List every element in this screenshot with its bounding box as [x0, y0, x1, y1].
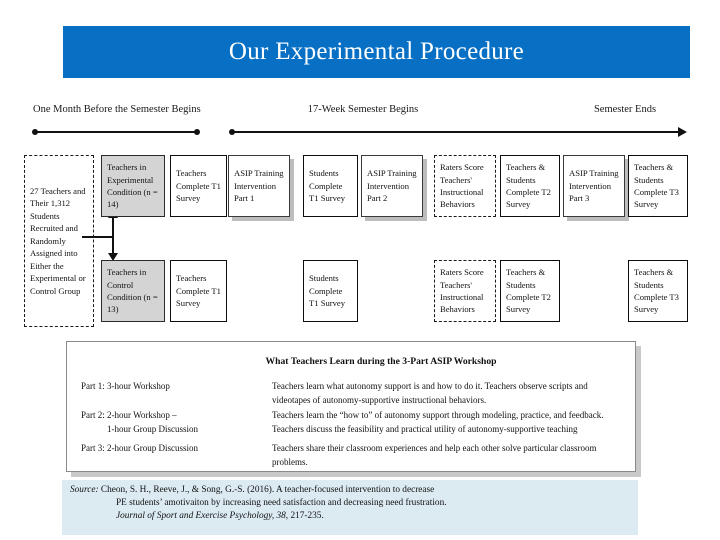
- flow-node-t3-survey-exp: Teachers & Students Complete T3 Survey: [628, 155, 688, 217]
- citation-source-label: Source:: [70, 485, 99, 495]
- workshop-row-2-label: Part 2: 2-hour Workshop – 1-hour Group D…: [81, 409, 266, 436]
- timeline-label-3: Semester Ends: [593, 104, 657, 115]
- flow-node-experimental-condition: Teachers in Experimental Condition (n = …: [101, 155, 165, 217]
- flow-node-t3-survey-ctl-label: Teachers & Students Complete T3 Survey: [634, 267, 679, 315]
- flow-node-raters-score-ctl-label: Raters Score Teachers' Instructional Beh…: [440, 267, 484, 315]
- flow-node-t2-survey-ctl-label: Teachers & Students Complete T2 Survey: [506, 267, 551, 315]
- flow-node-students-t1-survey-ctl-label: Students Complete T1 Survey: [309, 273, 346, 309]
- timeline-segment-2: [232, 131, 680, 133]
- citation-line-3: Journal of Sport and Exercise Psychology…: [68, 510, 632, 523]
- flow-node-raters-score-ctl: Raters Score Teachers' Instructional Beh…: [434, 260, 496, 322]
- workshop-row-3-desc: Teachers share their classroom experienc…: [272, 442, 627, 469]
- workshop-row-2-label-line-2: 1-hour Group Discussion: [107, 423, 198, 434]
- flow-node-intake: 27 Teachers and Their 1,312 Students Rec…: [24, 155, 94, 327]
- workshop-row-2-line-1: Teachers learn the “how to” of autonomy …: [272, 410, 604, 420]
- citation-line-1: Source: Cheon, S. H., Reeve, J., & Song,…: [68, 484, 632, 497]
- procedure-flowchart: 27 Teachers and Their 1,312 Students Rec…: [0, 148, 720, 333]
- flow-node-students-t1-survey-exp-label: Students Complete T1 Survey: [309, 168, 346, 204]
- flow-node-control-condition-label: Teachers in Control Condition (n = 13): [107, 267, 158, 315]
- workshop-row-1-line-2: Teachers observe scripts and videotapes …: [272, 381, 588, 405]
- workshop-heading: What Teachers Learn during the 3-Part AS…: [265, 356, 497, 367]
- flow-node-control-condition: Teachers in Control Condition (n = 13): [101, 260, 165, 322]
- flow-node-students-t1-survey-exp: Students Complete T1 Survey: [303, 155, 358, 217]
- workshop-row-1-desc: Teachers learn what autonomy support is …: [272, 380, 627, 407]
- citation-page-range: 217-235.: [288, 511, 324, 522]
- flow-node-asip-part2: ASIP Training Intervention Part 2: [361, 155, 423, 217]
- flow-node-teachers-t1-survey-ctl-label: Teachers Complete T1 Survey: [176, 273, 221, 309]
- flow-node-intake-label: 27 Teachers and Their 1,312 Students Rec…: [30, 185, 86, 296]
- flow-node-asip-part3-label: ASIP Training Intervention Part 3: [569, 168, 619, 204]
- flow-node-t2-survey-exp: Teachers & Students Complete T2 Survey: [500, 155, 560, 217]
- timeline-dot-end-1: [194, 129, 200, 135]
- timeline-label-2: 17-Week Semester Begins: [307, 104, 419, 115]
- citation-line-2: PE students’ amotivaiton by increasing n…: [116, 498, 447, 509]
- flow-node-raters-score-exp-label: Raters Score Teachers' Instructional Beh…: [440, 162, 484, 210]
- workshop-row-2-line-2: Teachers discuss the feasibility and pra…: [272, 423, 578, 434]
- citation-journal-name: Journal of Sport and Exercise Psychology…: [116, 511, 289, 522]
- slide-title-banner: Our Experimental Procedure: [63, 26, 690, 78]
- flow-node-asip-part2-label: ASIP Training Intervention Part 2: [367, 168, 417, 204]
- flow-node-teachers-t1-survey-exp-label: Teachers Complete T1 Survey: [176, 168, 221, 204]
- flow-node-raters-score-exp: Raters Score Teachers' Instructional Beh…: [434, 155, 496, 217]
- flow-node-students-t1-survey-ctl: Students Complete T1 Survey: [303, 260, 358, 322]
- flow-node-teachers-t1-survey-exp: Teachers Complete T1 Survey: [170, 155, 227, 217]
- flow-node-t3-survey-ctl: Teachers & Students Complete T3 Survey: [628, 260, 688, 322]
- flow-node-t2-survey-ctl: Teachers & Students Complete T2 Survey: [500, 260, 560, 322]
- timeline: One Month Before the Semester Begins 17-…: [0, 104, 720, 140]
- timeline-label-1: One Month Before the Semester Begins: [33, 104, 201, 115]
- flow-arrowhead-down-icon: [108, 253, 118, 261]
- citation-line-1-text: Cheon, S. H., Reeve, J., & Song, G.-S. (…: [98, 485, 435, 495]
- workshop-row-2-label-line-1: Part 2: 2-hour Workshop –: [81, 410, 177, 420]
- workshop-row-3-label: Part 3: 2-hour Group Discussion: [81, 443, 198, 453]
- workshop-row-1-line-1: Teachers learn what autonomy support is …: [272, 381, 483, 391]
- timeline-dot-start-2: [229, 129, 235, 135]
- workshop-row-1-label: Part 1: 3-hour Workshop: [81, 381, 170, 391]
- timeline-dot-start-1: [32, 129, 38, 135]
- flow-connector-horizontal: [82, 236, 114, 238]
- flow-node-asip-part1: ASIP Training Intervention Part 1: [228, 155, 290, 217]
- flow-node-t2-survey-exp-label: Teachers & Students Complete T2 Survey: [506, 162, 551, 210]
- workshop-row-2-desc: Teachers learn the “how to” of autonomy …: [272, 409, 627, 436]
- flow-node-asip-part3: ASIP Training Intervention Part 3: [563, 155, 625, 217]
- workshop-panel: What Teachers Learn during the 3-Part AS…: [66, 341, 636, 472]
- timeline-segment-1: [35, 131, 197, 133]
- flow-node-experimental-condition-label: Teachers in Experimental Condition (n = …: [107, 162, 158, 210]
- flow-node-teachers-t1-survey-ctl: Teachers Complete T1 Survey: [170, 260, 227, 322]
- flow-connector-vertical: [112, 217, 115, 257]
- flow-node-t3-survey-exp-label: Teachers & Students Complete T3 Survey: [634, 162, 679, 210]
- flow-node-asip-part1-label: ASIP Training Intervention Part 1: [234, 168, 284, 204]
- page-title: Our Experimental Procedure: [228, 38, 525, 65]
- workshop-row-3-line-1: Teachers share their classroom experienc…: [272, 443, 597, 467]
- timeline-arrow-end-icon: [678, 126, 687, 137]
- source-citation: Source: Cheon, S. H., Reeve, J., & Song,…: [62, 480, 638, 535]
